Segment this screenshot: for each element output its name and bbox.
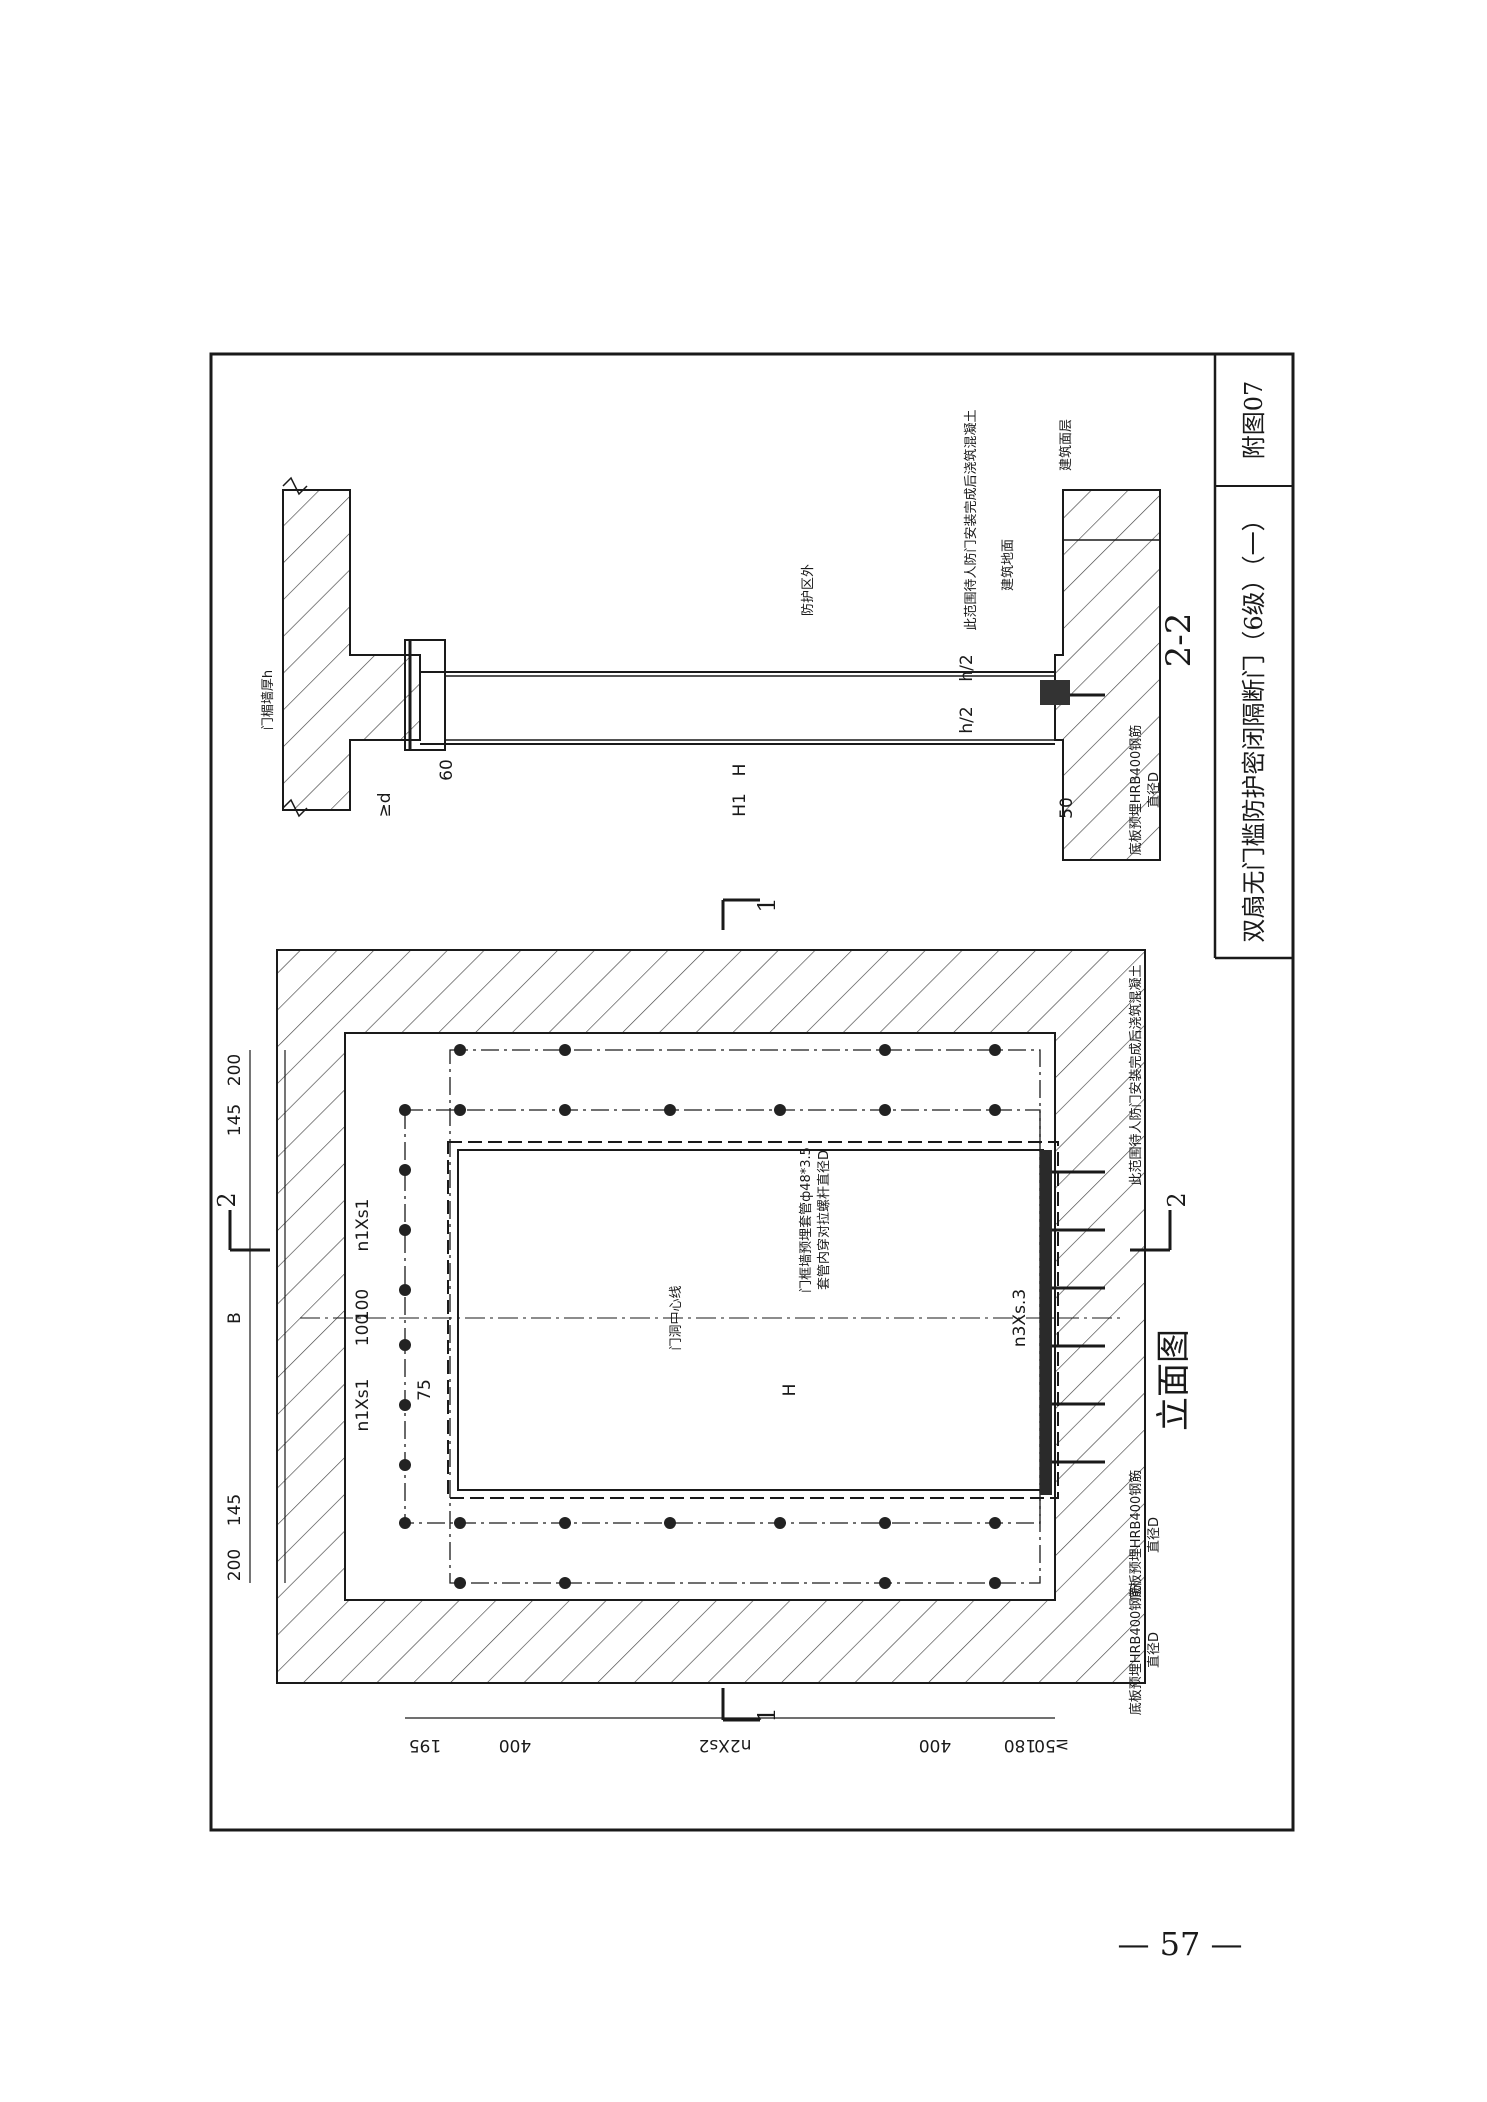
drawing-frame bbox=[209, 352, 1295, 1832]
section-dim-H: H bbox=[730, 764, 750, 777]
elev-dim-n3: n3Xs.3 bbox=[1010, 1289, 1030, 1347]
elev-pipe-note-2: 套管内穿对拉螺杆直径D bbox=[816, 1150, 832, 1290]
elev-top-dim-7: 145 bbox=[225, 1494, 245, 1526]
elev-bottom-dim-4: 400 bbox=[919, 1735, 951, 1755]
title-block: 双扇无门槛防护密闭隔断门（6级）（一） 附图07 bbox=[1213, 354, 1293, 960]
elev-top-dim-1: 200 bbox=[225, 1054, 245, 1086]
page-number: — 57 — bbox=[1117, 1925, 1243, 1963]
elev-top-dim-5: 100 bbox=[353, 1314, 373, 1346]
elev-top-dim-3: n1Xs1 bbox=[353, 1199, 373, 1252]
elev-top-dim-8: 200 bbox=[225, 1549, 245, 1581]
elev-centerline-label: 门洞中心线 bbox=[669, 1285, 684, 1350]
elevation-bolt-column-left bbox=[399, 1164, 411, 1471]
elevation-view: 200 145 n1Xs1 100 100 n1Xs1 145 200 B 19… bbox=[213, 897, 1194, 1755]
section-floor-slab bbox=[1054, 489, 1161, 861]
section-lintel-label: 门楣墙厚h bbox=[261, 670, 276, 730]
elev-section-marker-2-right: 2 bbox=[1163, 1192, 1191, 1207]
section-dim-50: 50 bbox=[1057, 797, 1077, 819]
elev-rebar-note-2: 直径D bbox=[1147, 1517, 1162, 1553]
elevation-bolt-row-bottom bbox=[399, 1517, 1001, 1589]
elev-bottom-dim-2: 400 bbox=[499, 1735, 531, 1755]
elev-dim-75: 75 bbox=[415, 1379, 435, 1401]
section-rebar-note-1: 底板预埋HRB400钢筋 bbox=[1128, 725, 1144, 856]
elev-bottom-dim-6: 50 bbox=[1034, 1735, 1056, 1755]
drawing-title: 双扇无门槛防护密闭隔断门（6级）（一） bbox=[1240, 507, 1268, 942]
elevation-anchor-bars bbox=[1045, 1170, 1105, 1464]
elev-section-marker-1-top: 1 bbox=[753, 897, 781, 912]
elev-overall-dim: B bbox=[225, 1312, 245, 1324]
elev-bottom-dim-1: 195 bbox=[409, 1735, 441, 1755]
elev-bottom-dim-3: n2Xs2 bbox=[699, 1735, 752, 1755]
elev-rebar-note-4: 直径D bbox=[1147, 1632, 1162, 1668]
section-recess-note: 此范围待人防门安装完成后浇筑混凝土 bbox=[963, 409, 979, 630]
elev-rebar-note-3: 底板预埋HRB400钢筋 bbox=[1128, 1585, 1144, 1716]
section-h2-label-b: h/2 bbox=[957, 654, 977, 681]
elev-bottom-dim-5: 180 bbox=[1004, 1735, 1036, 1755]
elev-top-dim-4: 100 bbox=[353, 1289, 373, 1321]
elev-dim-H: H bbox=[780, 1384, 800, 1397]
section-h2-label-a: h/2 bbox=[957, 706, 977, 733]
section-2-2: 门楣墙厚h 防护区外 h/2 h/2 60 H H1 50 ≥d 此范围待人防门… bbox=[261, 409, 1199, 861]
section-upper-wall bbox=[282, 489, 421, 811]
elev-pipe-note-1: 门框墙预埋套管ф48*3.5 bbox=[798, 1147, 814, 1293]
section-dim-H1: H1 bbox=[730, 793, 750, 817]
elev-recess-note: 此范围待人防门安装完成后浇筑混凝土 bbox=[1128, 964, 1144, 1185]
elev-bottom-dim-7: ≥ bbox=[1055, 1735, 1069, 1755]
section-layer-label: 建筑面层 bbox=[1058, 419, 1074, 471]
section-embedded-angle bbox=[1040, 680, 1070, 705]
section-dim-60: 60 bbox=[437, 759, 457, 781]
elev-section-marker-2-left: 2 bbox=[213, 1192, 241, 1207]
section-protect-label: 防护区外 bbox=[800, 564, 816, 616]
elev-section-marker-1-bottom: 1 bbox=[753, 1707, 781, 1722]
elev-rebar-note-1: 底板预埋HRB400钢筋 bbox=[1128, 1470, 1144, 1601]
elev-top-dim-2: 145 bbox=[225, 1104, 245, 1136]
section-floor-label: 建筑地面 bbox=[1000, 539, 1016, 591]
drawing-number: 附图07 bbox=[1240, 381, 1268, 460]
elev-top-dim-6: n1Xs1 bbox=[353, 1379, 373, 1432]
section-view-title: 2-2 bbox=[1159, 613, 1199, 668]
section-dim-d: ≥d bbox=[375, 792, 395, 817]
elevation-bolt-row-top bbox=[399, 1044, 1001, 1116]
elev-view-title: 立面图 bbox=[1154, 1329, 1194, 1431]
section-rebar-note-2: 直径D bbox=[1147, 772, 1162, 808]
